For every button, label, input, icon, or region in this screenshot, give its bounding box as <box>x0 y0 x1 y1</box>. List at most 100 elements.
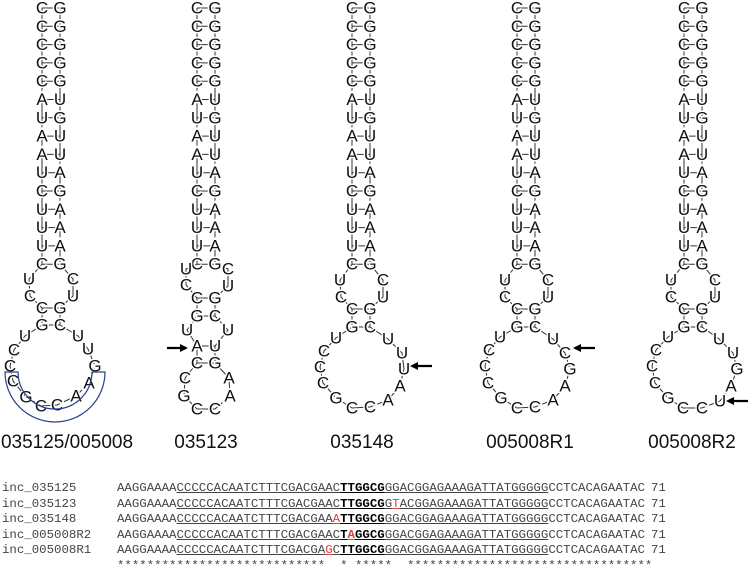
nucleotide: U <box>396 344 408 363</box>
structure-label: 005008R2 <box>648 432 736 453</box>
nucleotide: U <box>36 218 48 237</box>
sequence: AAGGAAAACCCCCACAATCTTTCGACGAACTTGGCGGTAC… <box>117 497 645 513</box>
nucleotide: C <box>191 255 203 274</box>
sequence-segment: CCTCACAGAATAC <box>548 496 645 511</box>
sequence: AAGGAAAACCCCCACAATCTTTCGACGAACTAGGCGGGAC… <box>117 528 645 544</box>
sequence-segment: TTGGCG <box>340 481 385 495</box>
nucleotide: C <box>709 271 721 290</box>
sequence-segment: GGACGGAGAAAGATTATGGGGG <box>384 527 549 542</box>
nucleotide: A <box>696 236 708 255</box>
nucleotide: A <box>364 236 376 255</box>
nucleotide: G <box>177 387 190 406</box>
nucleotide: U <box>23 270 35 289</box>
nucleotide: G <box>528 17 541 36</box>
sequence: AAGGAAAACCCCCACAATCTTTCGACGAACTTGGCGGGAC… <box>117 481 645 497</box>
nucleotide: C <box>696 318 708 337</box>
sequence-segment: G <box>325 543 333 558</box>
nucleotide: C <box>364 318 376 337</box>
nucleotide: U <box>191 200 203 219</box>
nucleotide: A <box>511 145 523 164</box>
nucleotide: C <box>678 72 690 91</box>
nucleotide: A <box>696 200 708 219</box>
nucleotide: C <box>511 182 523 201</box>
backbone <box>183 8 231 410</box>
sequence-segment: ACGGAGAAAGATTATGGGGG <box>399 496 549 511</box>
nucleotide: A <box>529 218 541 237</box>
nucleotide: U <box>180 260 192 279</box>
nucleotide: C <box>191 182 203 201</box>
nucleotide: U <box>346 236 358 255</box>
nucleotide: G <box>208 53 221 72</box>
nucleotide: C <box>179 369 191 388</box>
nucleotide: C <box>678 255 690 274</box>
nucleotide: G <box>528 72 541 91</box>
nucleotide: U <box>511 218 523 237</box>
nucleotide: A <box>725 377 737 396</box>
structure-label: 005008R1 <box>486 432 574 453</box>
nucleotide: G <box>53 72 66 91</box>
backbone <box>484 8 571 409</box>
nucleotide: C <box>335 288 347 307</box>
nucleotide: G <box>695 182 708 201</box>
nucleotide: A <box>54 218 66 237</box>
nucleotide: U <box>714 392 726 411</box>
sequence-segment: GGACGGAGAAAGATTATGGGGG <box>384 512 549 527</box>
nucleotide: C <box>36 0 48 18</box>
sequence-segment: TTGGCG <box>340 496 385 511</box>
backbone <box>319 8 405 409</box>
nucleotide: C <box>51 396 63 415</box>
nucleotide: U <box>346 200 358 219</box>
nucleotide: U <box>36 236 48 255</box>
nucleotide: U <box>511 108 523 127</box>
nucleotide: A <box>70 387 82 406</box>
nucleotide: G <box>730 360 743 379</box>
nucleotide: C <box>678 53 690 72</box>
nucleotide: G <box>19 388 32 407</box>
nucleotide: A <box>547 391 559 410</box>
sequence-segment: CCCCCACAATCTTTCGACGAAC <box>176 527 341 542</box>
nucleotide: G <box>695 255 708 274</box>
nucleotide: C <box>191 354 203 373</box>
sequence-segment: CCTCACAGAATAC <box>548 481 645 495</box>
nucleotide: U <box>542 288 554 307</box>
nucleotide: C <box>346 399 358 418</box>
nucleotide: G <box>363 108 376 127</box>
alignment-row: inc_005008R2 AAGGAAAACCCCCACAATCTTTCGACGA… <box>2 528 666 544</box>
arrowhead-icon <box>726 397 734 405</box>
nucleotide: C <box>499 288 511 307</box>
nucleotide: U <box>346 218 358 237</box>
nucleotide: C <box>511 399 523 418</box>
sequence-name: inc_005008R2 <box>2 527 92 542</box>
nucleotide: C <box>54 316 66 335</box>
nucleotide: G <box>363 300 376 319</box>
backbone <box>651 8 738 409</box>
nucleotide: U <box>709 288 721 307</box>
nucleotide: G <box>329 389 342 408</box>
nucleotide: G <box>53 53 66 72</box>
sequence-name: inc_035148 <box>2 512 77 527</box>
nucleotide: C <box>511 300 523 319</box>
nucleotide: U <box>696 90 708 109</box>
nucleotide: C <box>318 342 330 361</box>
nucleotide: G <box>363 35 376 54</box>
nucleotide: U <box>36 200 48 219</box>
sequence-segment: CCCCCACAATCTTTCGACGAA <box>176 512 333 527</box>
nucleotide: U <box>191 218 203 237</box>
nucleotide: A <box>54 163 66 182</box>
sequence-segment: A <box>332 512 341 527</box>
sequence-segment: G <box>384 496 393 511</box>
sequence-segment: AAGGAAAA <box>117 527 177 542</box>
nucleotide: U <box>727 344 739 363</box>
nucleotide: U <box>678 108 690 127</box>
nucleotide: U <box>364 127 376 146</box>
nucleotide: U <box>54 145 66 164</box>
sequence-segment: AAGGAAAA <box>117 496 177 511</box>
nucleotide: C <box>180 276 192 295</box>
sequence-segment: CCTCACAGAATAC <box>548 527 645 542</box>
nucleotide: A <box>191 337 203 356</box>
nucleotide: G <box>695 0 708 18</box>
nucleotide: U <box>19 327 31 346</box>
